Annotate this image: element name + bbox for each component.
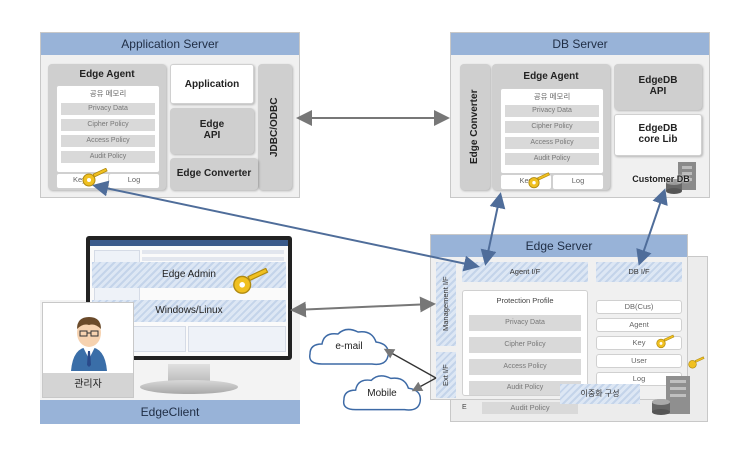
key-icon [528,172,550,189]
app-policy-item: Cipher Policy [61,119,155,131]
ext-if: Ext I/F [436,352,456,398]
key-icon [688,356,705,369]
agent-if-label: Agent I/F [509,267,541,276]
db-server-title: DB Server [451,33,709,55]
edge-api-label-1: Edge [199,119,225,130]
app-shared-memory: 공유 메모리 Privacy Data Cipher Policy Access… [56,85,160,173]
edge-right-item: Agent [596,318,682,332]
db-edge-agent-title: Edge Agent [523,71,579,82]
edge-policy-item: Access Policy [469,359,581,375]
app-server-title: Application Server [41,33,299,55]
edge-client-title: EdgeClient [40,400,300,424]
edge-api-label-2: API [203,130,221,141]
backup-audit-policy: Audit Policy [482,402,578,414]
app-policy-item: Access Policy [61,135,155,147]
redundancy-banner: 이중화 구성 [560,384,640,404]
redundancy-label: 이중화 구성 [580,389,620,398]
db-if: DB I/F [596,262,682,282]
edge-admin-label: Edge Admin [162,269,216,280]
app-log-box: Log [108,173,160,189]
app-edge-agent-title: Edge Agent [79,69,135,80]
monitor-base [140,380,238,394]
db-if-label: DB I/F [628,267,650,276]
client-management-arrow [290,296,436,318]
edgedb-api-label-1: EdgeDB [638,75,678,86]
edgedb-core-block: EdgeDB core Lib [614,114,702,156]
key-icon [82,168,108,187]
server-database-icon [652,376,690,415]
edge-policy-item: Cipher Policy [469,337,581,353]
admin-card: 관리자 [42,302,134,398]
edgedb-core-label-2: core Lib [638,134,678,145]
protection-profile-label: Protection Profile [496,296,554,305]
edgedb-api-label-2: API [649,86,667,97]
db-key-label: Key [519,176,533,185]
db-shared-memory: 공유 메모리 Privacy Data Cipher Policy Access… [500,88,604,174]
database-icon [666,162,696,194]
app-policy-item: Audit Policy [61,151,155,163]
email-label: e-mail [335,341,363,352]
db-policy-item: Cipher Policy [505,121,599,133]
backup-if-letter: E [462,404,467,411]
db-policy-item: Access Policy [505,137,599,149]
admin-user-icon [71,317,107,371]
os-label: Windows/Linux [155,305,223,316]
admin-label-bar: 관리자 [43,373,133,397]
key-icon [233,268,269,294]
db-policy-item: Audit Policy [505,153,599,165]
edge-api-block: Edge API [170,108,254,154]
customer-db-label: Customer DB [632,174,690,184]
db-shared-memory-label: 공유 메모리 [533,92,571,101]
db-policy-item: Privacy Data [505,105,599,117]
app-log-label: Log [127,175,141,184]
mobile-label: Mobile [367,388,397,399]
application-label: Application [184,79,240,90]
jdbc-block: JDBC/ODBC [258,64,292,190]
db-edge-agent: Edge Agent 공유 메모리 Privacy Data Cipher Po… [492,64,610,190]
db-log-label: Log [571,176,585,185]
edgedb-core-label-1: EdgeDB [638,123,678,134]
app-key-label: Key [73,175,86,184]
edge-server-title: Edge Server [431,235,687,257]
application-block: Application [170,64,254,104]
jdbc-label: JDBC/ODBC [269,97,280,157]
ext-if-label: Ext I/F [441,364,450,386]
mobile-cloud-icon [342,375,422,411]
management-if-label: Management I/F [441,276,450,332]
edge-policy-item: Audit Policy [469,381,581,395]
app-edge-converter-label: Edge Converter [176,168,252,179]
key-icon [656,334,675,349]
app-edge-converter: Edge Converter [170,158,258,190]
edge-policy-item: Privacy Data [469,315,581,331]
admin-label: 관리자 [74,379,102,390]
edgedb-api-block: EdgeDB API [614,64,702,110]
monitor-stand [168,364,210,382]
protection-profile: Protection Profile Privacy Data Cipher P… [462,290,588,396]
edge-right-item: DB(Cus) [596,300,682,314]
edge-right-item: User [596,354,682,368]
management-if: Management I/F [436,262,456,346]
app-edge-agent: Edge Agent 공유 메모리 Privacy Data Cipher Po… [48,64,166,190]
db-edge-converter-label: Edge Converter [469,89,480,165]
db-edge-converter: Edge Converter [460,64,490,190]
app-policy-item: Privacy Data [61,103,155,115]
app-shared-memory-label: 공유 메모리 [89,89,127,98]
db-log-box: Log [552,174,604,190]
agent-if: Agent I/F [462,262,588,282]
os-banner: Windows/Linux [92,300,286,322]
